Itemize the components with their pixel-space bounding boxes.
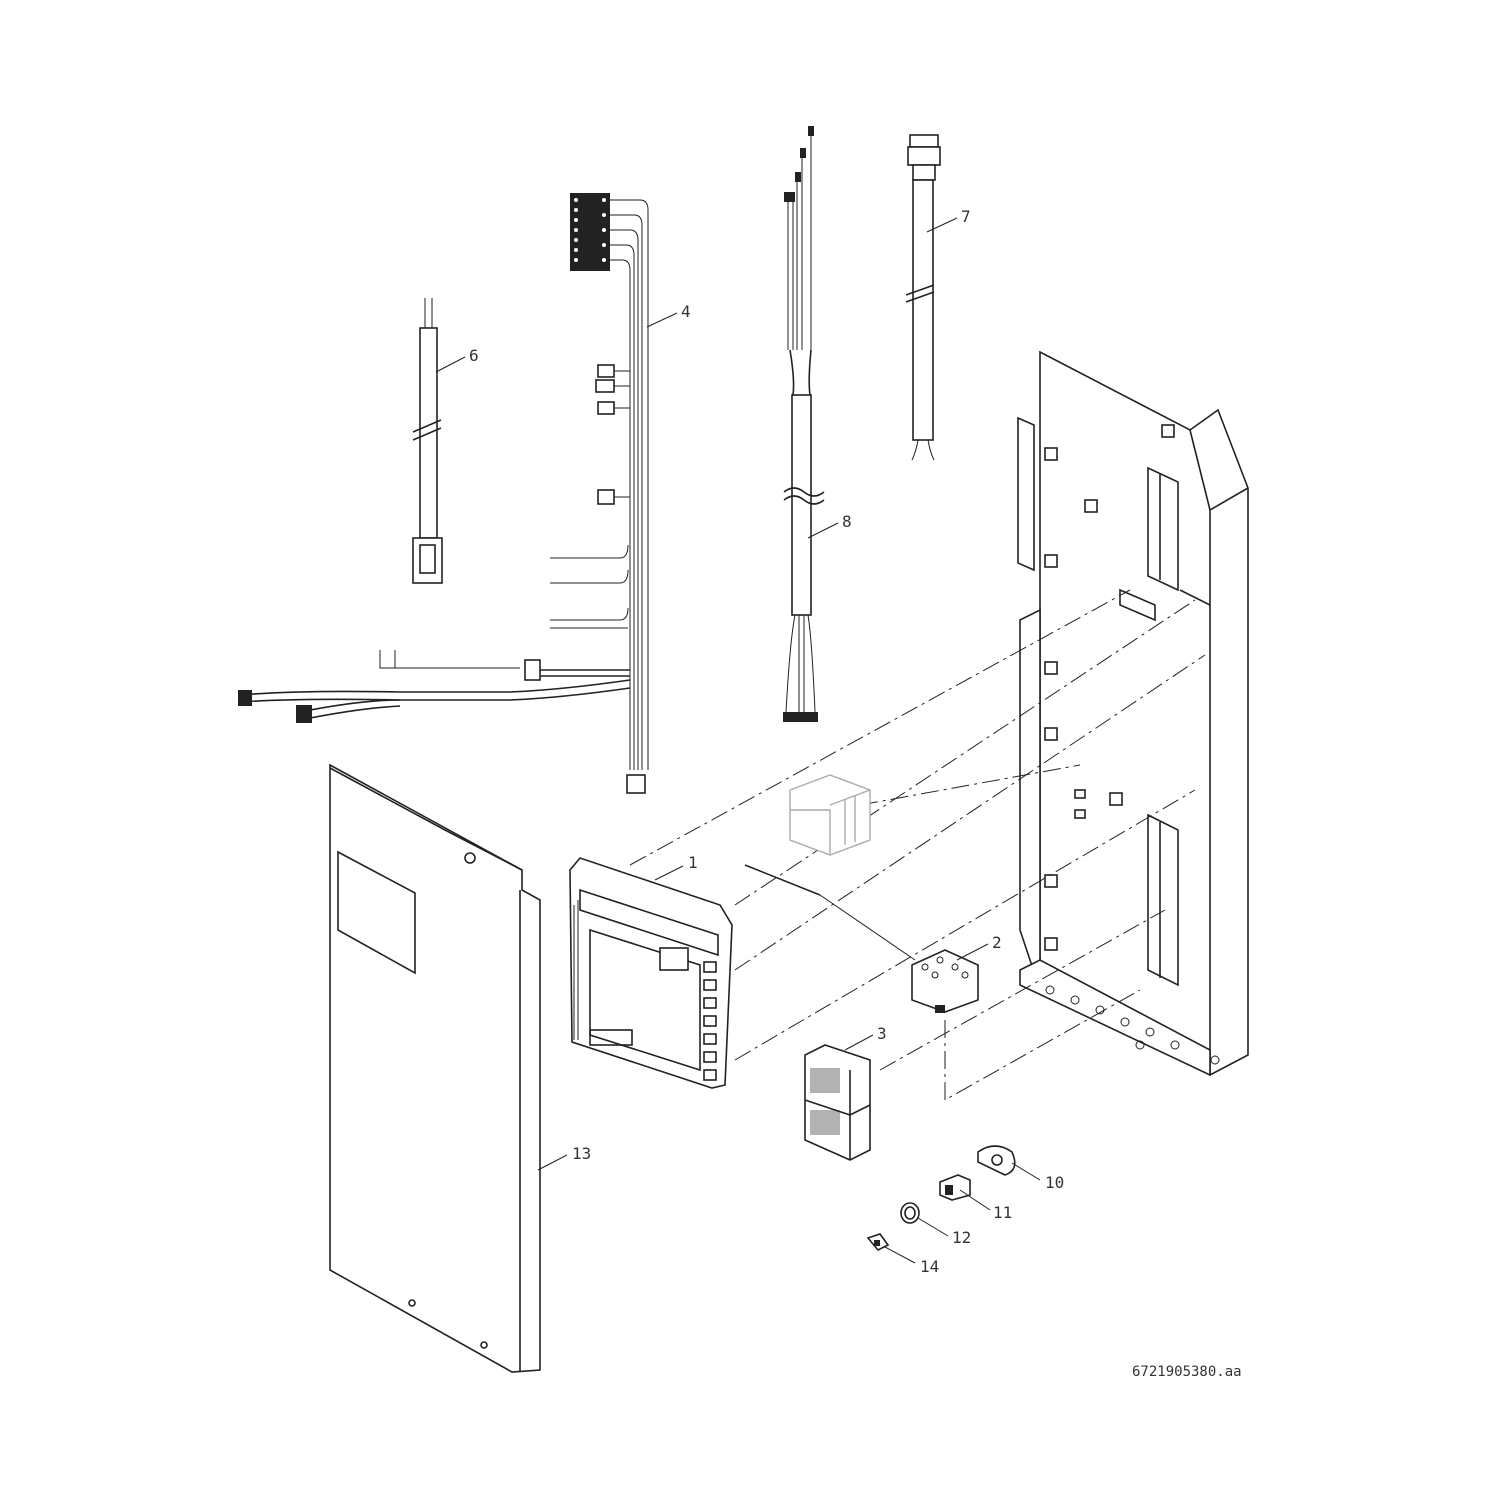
part-7-cable [905, 134, 941, 461]
ghost-component [789, 774, 871, 856]
part-12-grommet [900, 1202, 920, 1224]
part-10-clamp [977, 1145, 1016, 1176]
drawing-number: 6721905380.aa [1132, 1364, 1242, 1380]
callout-11: 11 [993, 1203, 1012, 1222]
part-6-cable [412, 298, 443, 584]
part-4-wiring-harness [238, 193, 649, 794]
part-13-front-cover [329, 763, 541, 1373]
callout-12: 12 [952, 1228, 971, 1247]
callout-3: 3 [877, 1024, 887, 1043]
housing-back-panel [1017, 350, 1249, 1077]
callout-4: 4 [681, 302, 691, 321]
callout-14: 14 [920, 1257, 939, 1276]
callout-2: 2 [992, 933, 1002, 952]
part-8-cable [783, 126, 825, 722]
callout-8: 8 [842, 512, 852, 531]
callout-6: 6 [469, 346, 479, 365]
part-1-control-unit [569, 857, 733, 1089]
callout-1: 1 [688, 853, 698, 872]
part-3-terminal-block [804, 1044, 871, 1161]
leader-lines [435, 217, 1041, 1264]
part-2-sensor [744, 864, 979, 1013]
callout-10: 10 [1045, 1173, 1064, 1192]
part-14-fastener [866, 1233, 890, 1251]
callout-labels: 6 4 7 8 1 2 3 10 11 12 14 13 6721905380.… [469, 207, 1242, 1380]
callout-7: 7 [961, 207, 971, 226]
callout-13: 13 [572, 1144, 591, 1163]
part-11-clip [939, 1174, 971, 1201]
assembly-lines [629, 589, 1206, 1101]
